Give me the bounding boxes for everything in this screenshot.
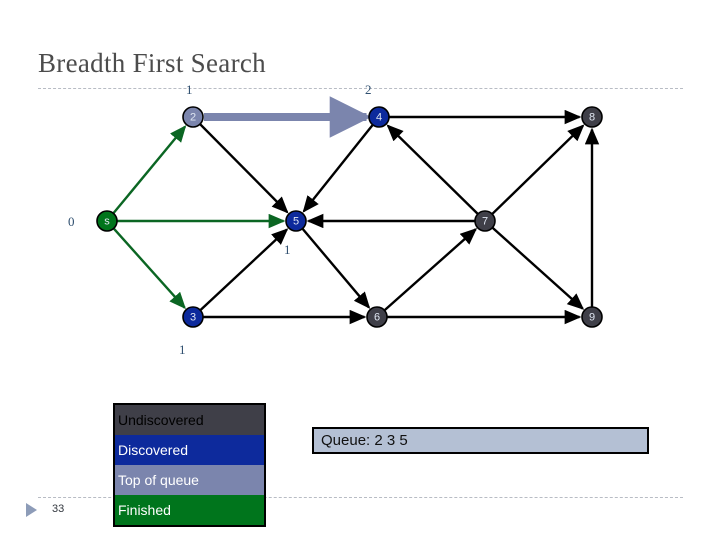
divider-bottom [38, 497, 683, 498]
graph-node-7[interactable]: 7 [474, 210, 496, 232]
graph-node-8[interactable]: 8 [581, 106, 603, 128]
graph-node-s[interactable]: s [96, 210, 118, 232]
distance-label: 1 [186, 82, 193, 97]
node-circle [182, 106, 204, 128]
graph-node-layer: s 2 3 5 4 6 7 8 9 [96, 106, 603, 328]
node-label: 9 [589, 312, 595, 324]
node-circle [182, 306, 204, 328]
graph-node-6[interactable]: 6 [366, 306, 388, 328]
graph-edge [301, 228, 371, 309]
distance-label: 1 [284, 242, 291, 257]
distance-label: 0 [68, 214, 75, 229]
graph-node-5[interactable]: 5 [285, 210, 307, 232]
graph-edge [492, 227, 585, 310]
graph-node-2[interactable]: 2 [182, 106, 204, 128]
queue-status-box: Queue: 2 3 5 [312, 427, 649, 454]
node-circle [581, 106, 603, 128]
node-label: 8 [589, 112, 595, 124]
legend-item-finished: Finished [115, 495, 264, 525]
graph-edge-layer [112, 96, 600, 325]
graph-edge [302, 124, 374, 213]
node-circle [366, 306, 388, 328]
distance-label: 1 [179, 342, 186, 357]
node-label: 5 [293, 216, 299, 228]
node-circle [285, 210, 307, 232]
slide-number: 33 [52, 503, 65, 515]
graph-edge [491, 124, 585, 215]
legend-item-undiscovered: Undiscovered [115, 405, 264, 435]
node-circle [368, 106, 390, 128]
graph-edge [386, 124, 479, 215]
graph-node-3[interactable]: 3 [182, 306, 204, 328]
legend: Undiscovered Discovered Top of queue Fin… [113, 403, 266, 527]
node-label: 6 [374, 312, 380, 324]
node-label: 7 [482, 216, 488, 228]
node-circle [474, 210, 496, 232]
graph-node-4[interactable]: 4 [368, 106, 390, 128]
distance-label: 2 [365, 82, 372, 97]
graph-edge [199, 228, 289, 311]
play-triangle-icon[interactable] [26, 503, 37, 517]
graph-edge [113, 228, 186, 310]
node-label: 3 [190, 312, 196, 324]
graph-edge [199, 123, 289, 214]
node-label: 2 [190, 112, 196, 124]
legend-item-discovered: Discovered [115, 435, 264, 465]
node-label: s [104, 216, 110, 228]
divider-top [38, 88, 683, 89]
node-circle [581, 306, 603, 328]
node-label: 4 [376, 112, 382, 124]
page-title: Breadth First Search [38, 48, 266, 78]
graph-distance-label-layer: 0 1 2 1 1 [68, 82, 372, 357]
node-circle [96, 210, 118, 232]
graph-edge [384, 228, 478, 311]
graph-node-9[interactable]: 9 [581, 306, 603, 328]
graph-edge [112, 125, 187, 214]
legend-item-top-of-queue: Top of queue [115, 465, 264, 495]
